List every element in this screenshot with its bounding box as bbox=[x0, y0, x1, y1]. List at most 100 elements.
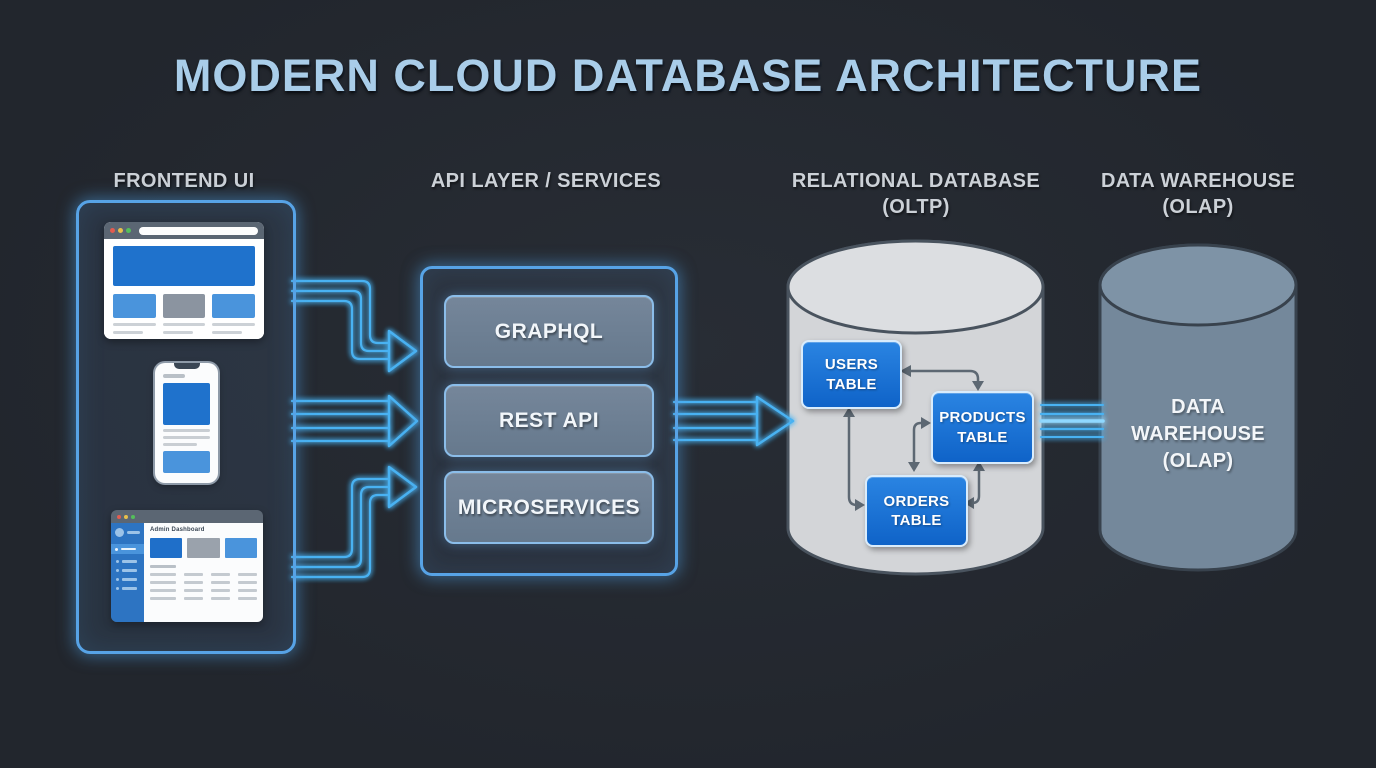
table-cell bbox=[211, 589, 231, 592]
text-line bbox=[212, 323, 256, 326]
stat-card bbox=[187, 538, 220, 558]
bullet-icon bbox=[116, 587, 119, 590]
arrowhead-icon bbox=[387, 465, 418, 509]
database-to-warehouse-pipe bbox=[1039, 404, 1105, 438]
text-line bbox=[122, 578, 137, 581]
dashboard-title: Admin Dashboard bbox=[150, 527, 205, 533]
text-line bbox=[122, 569, 137, 572]
traffic-light-red-icon bbox=[110, 228, 115, 233]
traffic-light-green-icon bbox=[126, 228, 131, 233]
api-column-header: API LAYER / SERVICES bbox=[420, 168, 672, 194]
table-cell bbox=[238, 573, 257, 576]
database-column-label: RELATIONAL DATABASE bbox=[791, 170, 1041, 192]
card bbox=[113, 294, 156, 318]
text-line bbox=[163, 436, 210, 439]
content-column bbox=[162, 294, 206, 334]
relation-arrowheads bbox=[843, 365, 985, 511]
avatar bbox=[115, 528, 124, 537]
graphql-service-box: GRAPHQL bbox=[444, 295, 654, 368]
table-cell bbox=[238, 581, 257, 584]
users-table-node: USERS TABLE bbox=[801, 340, 902, 409]
frontend-column-label: FRONTEND UI bbox=[113, 170, 255, 192]
arrowhead-icon bbox=[843, 407, 855, 417]
arrowhead-icon bbox=[387, 329, 418, 373]
microservices-service-box: MICROSERVICES bbox=[444, 471, 654, 544]
warehouse-column-label: DATA WAREHOUSE bbox=[1100, 170, 1296, 192]
dashboard-content: Admin Dashboard bbox=[144, 523, 263, 622]
arrowhead-icon bbox=[964, 497, 974, 509]
text-line bbox=[162, 323, 206, 326]
browser-title-bar bbox=[104, 222, 264, 239]
cards-row bbox=[113, 294, 256, 334]
products-table-node: PRODUCTS TABLE bbox=[931, 391, 1034, 464]
table-cell bbox=[150, 581, 177, 584]
database-column-header: RELATIONAL DATABASE (OLTP) bbox=[780, 168, 1052, 220]
text-line bbox=[122, 587, 137, 590]
browser-mockup bbox=[104, 222, 264, 339]
arrowhead-icon bbox=[855, 499, 865, 511]
content-column bbox=[113, 294, 156, 334]
dashboard-cards bbox=[150, 538, 257, 558]
cylinder-lid bbox=[786, 239, 1045, 335]
frontend-panel: Admin Dashboard bbox=[76, 200, 296, 654]
table-cell bbox=[211, 573, 231, 576]
traffic-light-yellow-icon bbox=[124, 514, 128, 519]
phone-notch bbox=[173, 363, 200, 369]
products-orders-left-arrow bbox=[912, 421, 924, 464]
sidebar-item bbox=[111, 560, 144, 563]
frontend-to-api-arrow-top bbox=[290, 279, 418, 373]
bullet-icon bbox=[116, 560, 119, 563]
table-cell bbox=[150, 589, 177, 592]
arrowhead-icon bbox=[900, 365, 911, 377]
content-column bbox=[212, 294, 256, 334]
text-line bbox=[127, 531, 140, 534]
arrowhead-icon bbox=[921, 417, 931, 429]
sidebar-item bbox=[111, 578, 144, 581]
database-column-sublabel: (OLTP) bbox=[882, 196, 950, 218]
mobile-phone-mockup bbox=[155, 363, 218, 483]
arrowhead-icon bbox=[755, 395, 795, 447]
table-cell bbox=[150, 597, 177, 600]
card bbox=[212, 294, 256, 318]
cylinder-lid bbox=[1098, 243, 1298, 327]
text-line bbox=[113, 331, 143, 334]
arrowhead-icon bbox=[972, 381, 984, 391]
table-cell bbox=[150, 573, 177, 576]
table-cell bbox=[238, 589, 257, 592]
api-layer-panel: GRAPHQL REST API MICROSERVICES bbox=[420, 266, 678, 576]
stat-card bbox=[224, 538, 257, 558]
sidebar-user bbox=[111, 523, 144, 537]
table-cell bbox=[211, 581, 231, 584]
frontend-to-api-arrow-bottom bbox=[290, 465, 418, 579]
text-line bbox=[113, 323, 156, 326]
warehouse-column-header: DATA WAREHOUSE (OLAP) bbox=[1094, 168, 1302, 220]
api-column-label: API LAYER / SERVICES bbox=[430, 170, 662, 192]
api-to-database-arrow bbox=[672, 395, 795, 447]
data-flow-arrows bbox=[290, 279, 1105, 579]
dashboard-table bbox=[150, 573, 257, 600]
sidebar-item bbox=[111, 569, 144, 572]
url-bar bbox=[139, 226, 258, 235]
stat-card bbox=[150, 538, 183, 558]
phone-bottom-block bbox=[163, 451, 210, 473]
page-title: MODERN CLOUD DATABASE ARCHITECTURE bbox=[173, 50, 1203, 101]
data-warehouse-cylinder bbox=[1098, 243, 1298, 572]
sidebar-item-active bbox=[111, 544, 144, 554]
bullet-icon bbox=[115, 547, 118, 551]
table-cell bbox=[184, 581, 204, 584]
table-cell bbox=[184, 597, 204, 600]
frontend-column-header: FRONTEND UI bbox=[74, 168, 294, 194]
rest-api-service-box: REST API bbox=[444, 384, 654, 457]
text-line bbox=[163, 374, 185, 378]
table-cell bbox=[211, 597, 231, 600]
text-line bbox=[162, 331, 193, 334]
traffic-light-green-icon bbox=[131, 514, 135, 519]
arrowhead-icon bbox=[908, 462, 920, 472]
bullet-icon bbox=[116, 569, 119, 572]
section-line bbox=[150, 565, 176, 568]
users-products-arrow bbox=[910, 369, 980, 383]
text-line bbox=[163, 443, 197, 446]
warehouse-body-label: DATA WAREHOUSE (OLAP) bbox=[1131, 396, 1265, 472]
